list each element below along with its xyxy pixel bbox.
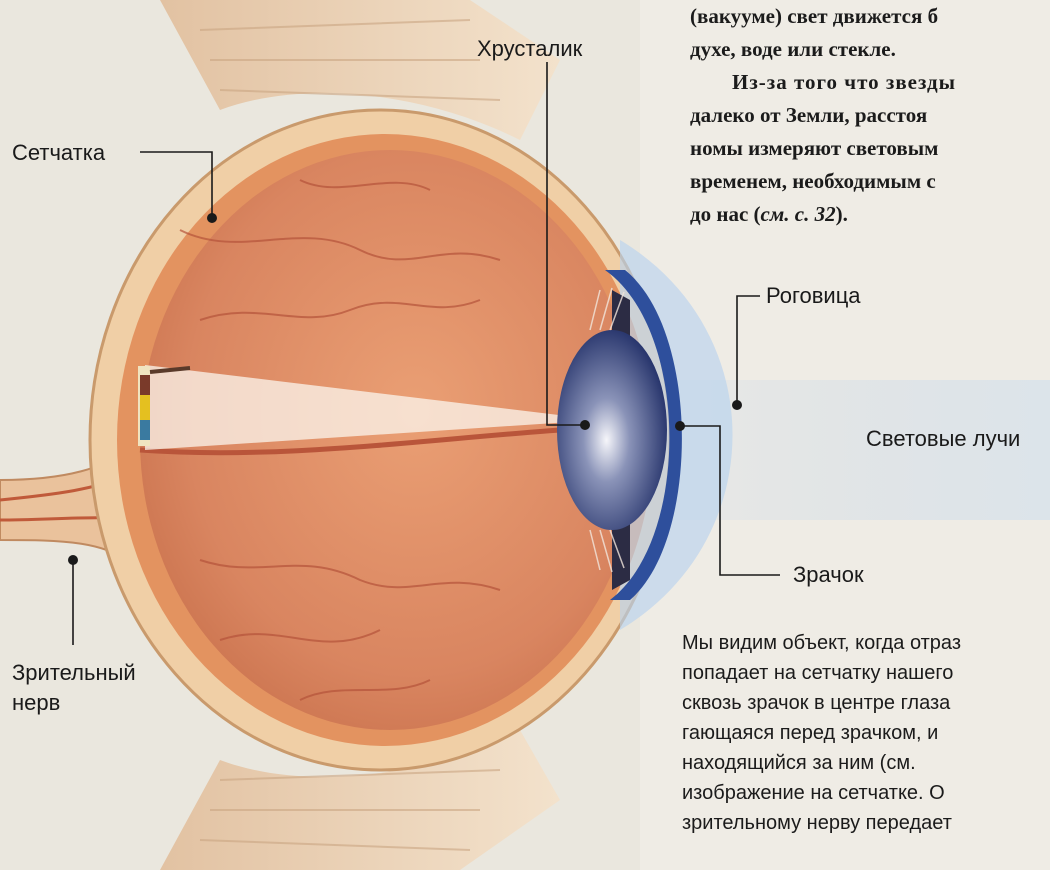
caption: Мы видим объект, когда отраз попадает на… — [682, 628, 961, 838]
lens — [557, 330, 667, 530]
caption-line: находящийся за ним (см. — [682, 748, 961, 778]
label-optic-nerve-line2: нерв — [12, 690, 60, 715]
text-post: ). — [836, 202, 848, 226]
caption-line: Мы видим объект, когда отраз — [682, 628, 961, 658]
label-retina: Сетчатка — [12, 140, 106, 165]
text-line: номы измеряют световым — [690, 132, 956, 165]
text-line: далеко от Земли, расстоя — [690, 99, 956, 132]
caption-line: зрительному нерву передает — [682, 808, 961, 838]
label-lens: Хрусталик — [477, 36, 583, 61]
caption-line: гающаяся перед зрачком, и — [682, 718, 961, 748]
text-line: временем, необходимым с — [690, 165, 956, 198]
label-pupil: Зрачок — [793, 562, 864, 587]
text-line: Из-за того что звезды — [690, 66, 956, 99]
caption-line: попадает на сетчатку нашего — [682, 658, 961, 688]
text-line-ref: до нас (см. с. 32). — [690, 198, 956, 231]
caption-line: сквозь зрачок в центре глаза — [682, 688, 961, 718]
caption-line: изображение на сетчатке. О — [682, 778, 961, 808]
label-light-rays: Световые лучи — [866, 426, 1020, 451]
label-cornea: Роговица — [766, 283, 861, 308]
text-line: (вакууме) свет движется б — [690, 0, 956, 33]
text-line: духе, воде или стекле. — [690, 33, 956, 66]
text-pre: до нас ( — [690, 202, 761, 226]
page-ref: см. с. 32 — [761, 202, 836, 226]
label-optic-nerve-line1: Зрительный — [12, 660, 136, 685]
body-text-block: (вакууме) свет движется б духе, воде или… — [690, 0, 956, 231]
